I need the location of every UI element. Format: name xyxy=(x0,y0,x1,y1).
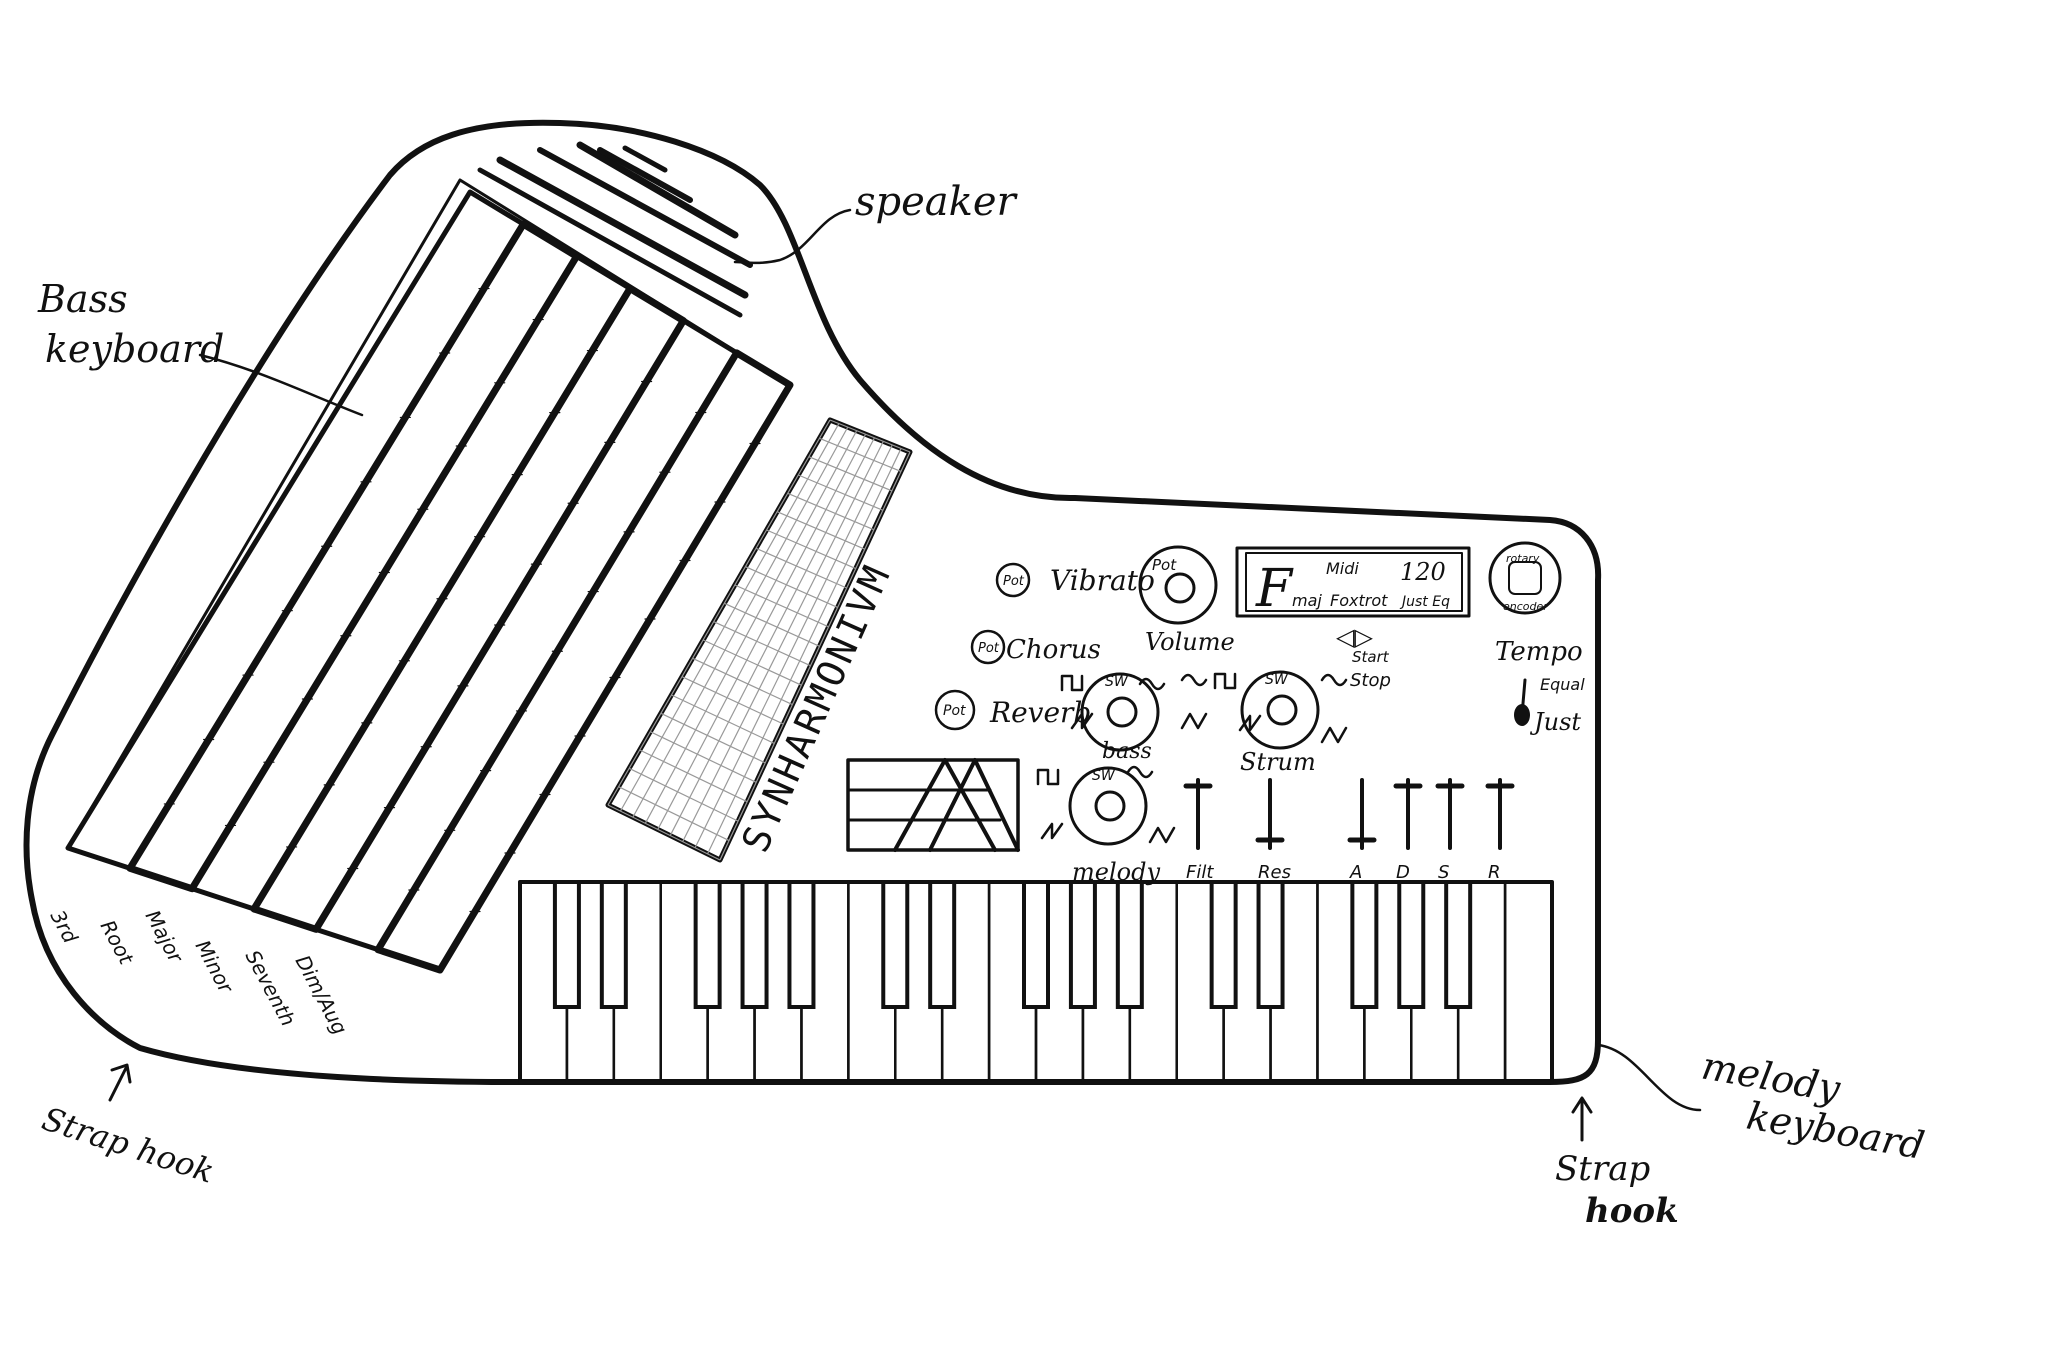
display-tuning: Just Eq xyxy=(1399,594,1450,610)
pot-reverb-tag: Pot xyxy=(943,703,966,719)
tuning-toggle[interactable]: Equal Just xyxy=(1514,675,1585,736)
slider[interactable]: S xyxy=(1438,780,1462,883)
bass-key[interactable] xyxy=(378,353,790,970)
annotation-strap-hook-right-text-1: Strap xyxy=(1555,1149,1650,1189)
slider[interactable]: D xyxy=(1396,780,1420,883)
transport-stop-label: Stop xyxy=(1350,670,1391,691)
switch-strum-label: Strum xyxy=(1240,748,1316,776)
switch-melody-tag: SW xyxy=(1092,768,1116,784)
slider-label: A xyxy=(1349,862,1362,883)
slider[interactable]: A xyxy=(1349,780,1374,883)
black-key[interactable] xyxy=(1071,882,1095,1007)
pot-volume[interactable]: Pot Volume xyxy=(1140,547,1235,656)
black-key[interactable] xyxy=(930,882,954,1007)
annotation-speaker-text: speaker xyxy=(855,179,1019,225)
display-tempo: 120 xyxy=(1400,558,1446,586)
display-mode: Midi xyxy=(1326,559,1359,578)
bass-key-label-major: Major xyxy=(141,906,189,968)
tuning-toggle-equal: Equal xyxy=(1540,675,1585,694)
tuning-toggle-just: Just xyxy=(1529,708,1581,736)
black-key[interactable] xyxy=(1212,882,1236,1007)
slider-label: R xyxy=(1488,862,1501,883)
pot-chorus-label: Chorus xyxy=(1006,635,1101,665)
pot-volume-label: Volume xyxy=(1145,628,1235,656)
annotation-speaker: speaker xyxy=(735,179,1019,263)
black-key[interactable] xyxy=(1259,882,1283,1007)
bass-key[interactable] xyxy=(254,289,683,930)
switch-melody[interactable]: SW melody xyxy=(1038,767,1174,886)
switch-bass-tag: SW xyxy=(1105,674,1129,690)
black-key[interactable] xyxy=(743,882,767,1007)
pot-vibrato[interactable]: Pot Vibrato xyxy=(997,564,1155,597)
pot-vibrato-tag: Pot xyxy=(1003,574,1025,589)
slider[interactable]: Res xyxy=(1258,780,1291,883)
bass-key[interactable] xyxy=(316,321,737,950)
slider-label: D xyxy=(1396,862,1410,883)
white-key[interactable] xyxy=(1505,882,1552,1082)
slider[interactable]: R xyxy=(1488,780,1512,883)
black-key[interactable] xyxy=(1024,882,1048,1007)
black-key[interactable] xyxy=(555,882,579,1007)
encoder-label-tempo: Tempo xyxy=(1495,637,1583,667)
encoder-text-2: encoder xyxy=(1503,600,1549,613)
display-note: F xyxy=(1255,559,1294,619)
switch-bass-label: bass xyxy=(1102,739,1152,764)
bass-key-label-minor: Minor xyxy=(191,936,239,998)
tempo-encoder[interactable]: rotary encoder Tempo xyxy=(1490,543,1583,667)
bass-keyboard-frame xyxy=(68,180,790,970)
lcd-display: F Midi 120 maj Foxtrot Just Eq xyxy=(1237,548,1469,619)
black-key[interactable] xyxy=(1399,882,1423,1007)
melody-keyboard xyxy=(520,882,1552,1082)
annotation-strap-hook-left: Strap hook xyxy=(38,1065,219,1191)
pot-chorus[interactable]: Pot Chorus xyxy=(972,631,1101,665)
pattern-grid xyxy=(848,760,1018,850)
bass-key-label-3rd: 3rd xyxy=(46,906,83,947)
switch-bass[interactable]: SW bass xyxy=(1062,674,1206,764)
bass-key[interactable] xyxy=(130,224,577,889)
bass-key-label-dim-aug: Dim/Aug xyxy=(291,951,353,1038)
pot-volume-tag: Pot xyxy=(1152,556,1177,574)
bass-key-label-seventh: Seventh xyxy=(241,946,301,1030)
annotation-bass-text-1: Bass xyxy=(37,277,128,321)
annotation-bass-text-2: keyboard xyxy=(45,327,224,371)
black-key[interactable] xyxy=(1118,882,1142,1007)
bass-key[interactable] xyxy=(68,192,523,868)
display-chord: maj xyxy=(1292,591,1322,610)
annotation-bass-keyboard: Bass keyboard xyxy=(37,277,362,415)
encoder-text-1: rotary xyxy=(1506,552,1540,565)
pot-chorus-tag: Pot xyxy=(978,641,1000,656)
toggle-lever-icon[interactable] xyxy=(1514,704,1530,726)
black-key[interactable] xyxy=(789,882,813,1007)
bass-key-label-root: Root xyxy=(96,916,139,969)
black-key[interactable] xyxy=(883,882,907,1007)
transport-play-stop-icon[interactable]: ◁▷ xyxy=(1336,623,1373,651)
bass-key[interactable] xyxy=(192,256,630,909)
slider-label: Filt xyxy=(1186,862,1214,883)
switch-strum[interactable]: SW Strum xyxy=(1182,672,1346,776)
black-key[interactable] xyxy=(602,882,626,1007)
panel-hatch-line xyxy=(708,448,902,853)
panel-hatch-line xyxy=(645,431,856,824)
slider[interactable]: Filt xyxy=(1186,780,1214,883)
brand-logo-text: SYNHARMONIVM xyxy=(733,557,900,859)
annotation-strap-hook-right-text-2: hook xyxy=(1585,1191,1679,1231)
slider-label: Res xyxy=(1258,862,1291,883)
black-key[interactable] xyxy=(1352,882,1376,1007)
pot-reverb[interactable]: Pot Reverb xyxy=(936,691,1091,729)
black-key[interactable] xyxy=(1446,882,1470,1007)
black-key[interactable] xyxy=(696,882,720,1007)
switch-strum-tag: SW xyxy=(1265,672,1289,688)
annotation-strap-hook-right: Strap hook xyxy=(1555,1098,1679,1231)
display-rhythm: Foxtrot xyxy=(1330,591,1388,610)
annotation-strap-hook-left-text: Strap hook xyxy=(38,1099,219,1190)
bass-keyboard xyxy=(68,180,790,970)
transport-start-label: Start xyxy=(1352,648,1390,666)
slider-label: S xyxy=(1438,862,1449,883)
slider-bank: Filt Res A D S R xyxy=(1186,780,1512,883)
